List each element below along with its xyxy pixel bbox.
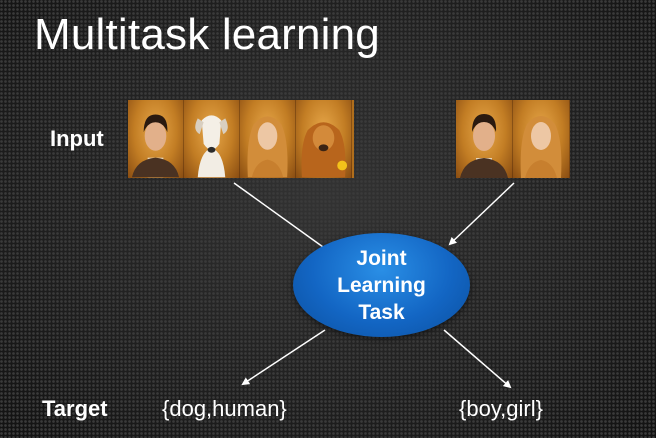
arrow-input-left-to-joint — [233, 182, 332, 254]
input-row-label: Input — [50, 126, 104, 151]
arrow-joint-to-target-right — [443, 329, 512, 389]
joint-label-line-1: Joint — [356, 246, 407, 270]
man-portrait-image — [128, 100, 184, 178]
target-row-label: Target — [42, 396, 108, 421]
slide-title: Multitask learning — [34, 10, 380, 59]
input-image-strip-left — [128, 100, 354, 178]
dog-portrait-image — [184, 100, 240, 178]
target-right-text: {boy,girl} — [459, 396, 543, 421]
man-portrait-image — [456, 100, 513, 178]
joint-learning-task-node: Joint Learning Task — [293, 233, 470, 337]
woman-portrait-image — [240, 100, 296, 178]
dog-portrait-image — [296, 100, 352, 178]
joint-learning-task-label: Joint Learning Task — [317, 245, 447, 326]
target-left-text: {dog,human} — [162, 396, 287, 421]
woman-portrait-image — [513, 100, 570, 178]
arrow-input-right-to-joint — [448, 182, 515, 246]
joint-label-line-2: Learning — [337, 273, 426, 297]
input-image-strip-right — [456, 100, 570, 178]
arrow-joint-to-target-left — [241, 329, 326, 386]
joint-label-line-3: Task — [358, 300, 405, 324]
